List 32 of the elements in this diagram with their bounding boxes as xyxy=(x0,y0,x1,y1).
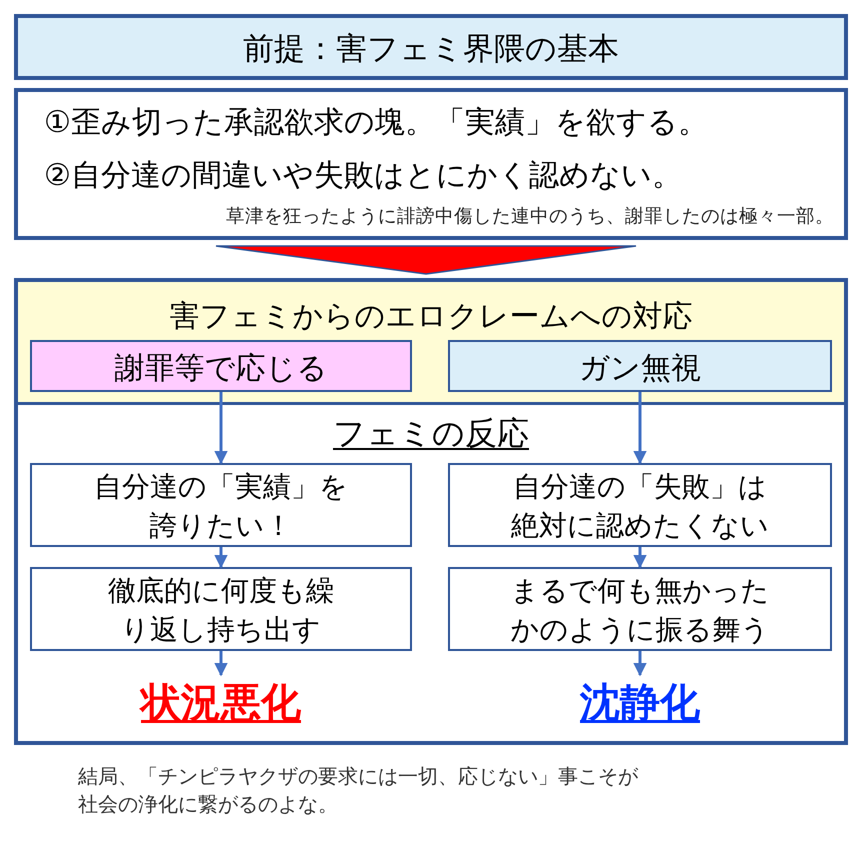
arrow xyxy=(633,392,647,464)
arrow xyxy=(633,651,647,676)
heading-text: 害フェミからのエロクレームへの対応 xyxy=(168,298,694,336)
result-label: 状況悪化 xyxy=(141,679,301,728)
reaction-box xyxy=(30,567,412,651)
reaction-box xyxy=(448,567,832,651)
title-box xyxy=(14,14,848,80)
option-text: 謝罪等で応じる xyxy=(114,350,328,388)
arrow xyxy=(214,651,228,676)
option-text: ガン無視 xyxy=(578,350,702,388)
option-box xyxy=(448,340,832,392)
reaction-text: 自分達の「失敗」は絶対に認めたくない xyxy=(510,469,770,544)
premise-text: ①歪み切った承認欲求の塊。「実績」を欲する。 xyxy=(44,104,708,142)
section-heading: フェミの反応 xyxy=(333,413,529,454)
reaction-text: 徹底的に何度も繰り返し持ち出す xyxy=(107,573,335,648)
reaction-section xyxy=(18,402,844,741)
note-text: 草津を狂ったように誹謗中傷した連中のうち、謝罪したのは極々一部。 xyxy=(225,205,834,229)
reaction-box xyxy=(448,463,832,547)
response-panel xyxy=(14,278,848,745)
reaction-box xyxy=(30,463,412,547)
premise-text: ②自分達の間違いや失敗はとにかく認めない。 xyxy=(44,157,682,195)
arrow xyxy=(633,547,647,568)
premise-box xyxy=(14,88,848,240)
reaction-text: 自分達の「実績」を誇りたい！ xyxy=(93,469,349,544)
arrow xyxy=(214,547,228,568)
result-label: 沈静化 xyxy=(580,679,700,728)
heading-text: 前提：害フェミ界隈の基本 xyxy=(242,30,620,69)
option-box xyxy=(30,340,412,392)
reaction-text: まるで何も無かったかのように振る舞う xyxy=(510,573,770,648)
note-text: 結局、「チンピラヤクザの要求には一切、応じない」事こそが社会の浄化に繋がるのよな。 xyxy=(78,763,640,818)
chevron-arrow xyxy=(215,245,637,275)
arrow xyxy=(214,392,228,464)
